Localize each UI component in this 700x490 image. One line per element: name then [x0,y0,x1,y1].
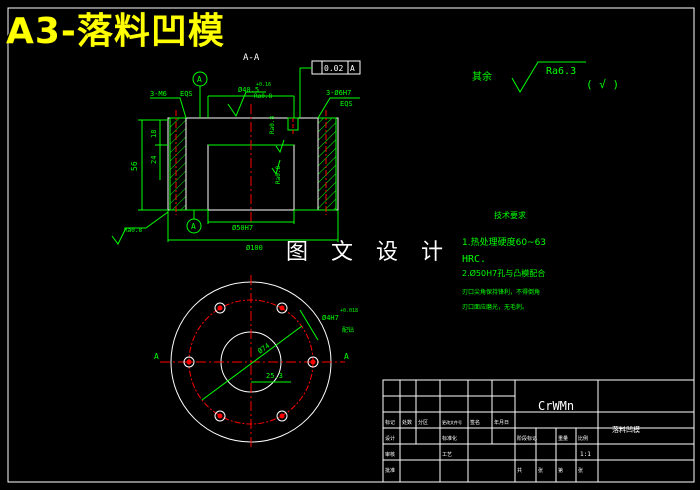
tech-line-2: HRC. [462,254,486,265]
tb-label2-3: 阶段标记 [517,435,537,442]
roughness-prefix: 其余 [472,70,492,83]
dim-holes-right: 3-Ø6H7 [326,89,351,97]
tb-label3-2: 工艺 [442,452,452,458]
tol-value: 0.02 [324,64,343,73]
roughness-symbol [511,61,586,93]
tb-scale: 1:1 [580,451,591,458]
rough-inner: Ra0.8 [269,116,276,134]
plan-hole-label: Ø4H7 [322,314,339,322]
page-title: A3-落料凹模 [6,11,225,52]
section-label: A-A [243,53,260,63]
dim-bore-top-tol: +0.16 [256,82,271,88]
tech-line-3: 2.Ø50H7孔与凸模配合 [462,268,545,278]
watermark-overlay: 图 文 设 计 [286,240,451,265]
hatch-left [169,117,187,211]
plan-hole-centers [186,305,316,419]
rough-inner2: Ra0.8 [275,166,282,184]
tb-label3-4: 共 [517,467,522,474]
dim-outer: Ø100 [246,244,263,252]
hole-3 [214,302,226,314]
tech-heading: 技术要求 [494,210,526,220]
tb-label3-7: 张 [578,467,583,474]
tb-label2-5: 比例 [578,435,588,442]
drawing-border [7,7,695,483]
dim-bore-bottom: Ø50H7 [232,224,253,232]
plan-section-right: A [344,352,349,361]
plan-section-left: A [154,352,159,361]
hole-1 [183,356,195,368]
tb-label3-6: 第 [558,467,563,474]
tb-label-6: 年月日 [494,419,509,426]
dim-height-total: 56 [130,161,139,171]
roughness-value: Ra6.3 [546,66,576,77]
plan-d-circle: Ø74 [256,342,271,356]
tech-line-4: 刃口尖角保持锋利，不得倒角 [462,288,540,296]
tech-line-5: 刃口面应磨光，无毛刺。 [462,303,528,311]
plan-holes [183,302,319,422]
tb-part-name: 落料凹模 [612,425,640,434]
hole-6 [276,410,288,422]
hole-2 [307,356,319,368]
tech-line-1: 1.热处理硬度60~63 [462,236,546,248]
dim-holes-right-eqs: EQS [340,100,353,108]
tb-label-2: 处数 [402,419,412,426]
dim-holes-left: 3-M6 [150,90,167,98]
rough-bottom: Ra0.8 [124,227,142,234]
tb-label2-1: 设计 [385,435,395,442]
tb-label-4: 更改文件号 [442,419,462,425]
tb-label3-5: 张 [538,467,543,474]
tb-material: CrWMn [538,399,574,413]
tb-label3-3: 批准 [385,467,395,474]
datum-a-bottom: A [191,222,196,231]
dim-holes-left-eqs: EQS [180,90,193,98]
tb-label-1: 标记 [385,419,395,426]
hatch-right [317,117,337,211]
plan-dim-offset: 25.3 [266,372,283,380]
dim-bore-top: Ø40.5 [238,86,259,94]
plan-view [160,275,345,448]
tb-label2-4: 重量 [558,435,568,442]
hole-5 [214,410,226,422]
rough-top: Ra0.8 [254,93,272,100]
datum-a-top: A [197,75,202,84]
dim-height-part2: 24 [150,156,158,164]
tol-datum: A [350,64,355,73]
tb-label3-1: 审核 [385,451,395,458]
tb-label-3: 分区 [418,419,428,426]
dim-height-part: 18 [150,130,158,138]
title-block [382,379,695,483]
section-view [111,60,361,245]
hole-4 [276,302,288,314]
plan-hole-tol: +0.018 [340,308,358,314]
tb-label2-2: 标准化 [442,435,457,442]
plan-hole-note: 配钻 [342,326,354,334]
roughness-note: ( √ ) [586,78,619,91]
tb-label-5: 签名 [470,419,480,426]
